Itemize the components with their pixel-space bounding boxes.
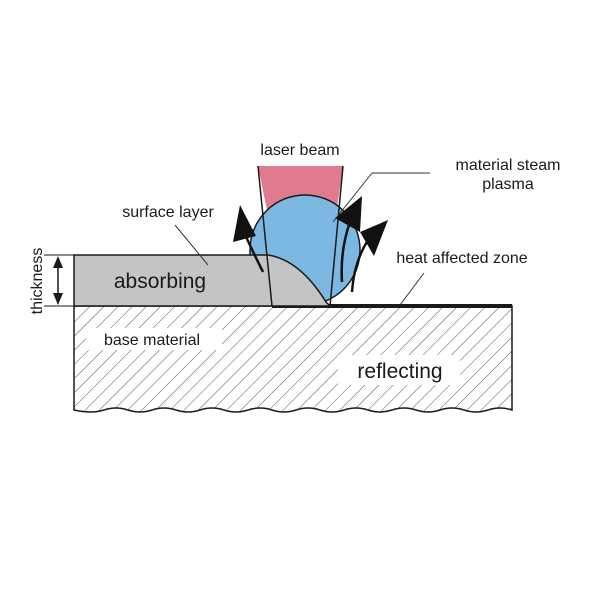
surface-layer-label: surface layer xyxy=(122,204,214,221)
surface-layer-block xyxy=(73,254,332,307)
base-material-label: base material xyxy=(104,332,200,349)
reflecting-label: reflecting xyxy=(357,360,442,383)
arrow-right-icon xyxy=(340,221,352,283)
laser-beam-label: laser beam xyxy=(260,142,339,159)
absorbing-label: absorbing xyxy=(114,270,206,293)
plasma-label: plasma xyxy=(482,176,534,193)
thickness-label: thickness xyxy=(29,248,46,315)
material-steam-label: material steam xyxy=(456,157,561,174)
heat-affected-zone-label: heat affected zone xyxy=(396,250,527,267)
